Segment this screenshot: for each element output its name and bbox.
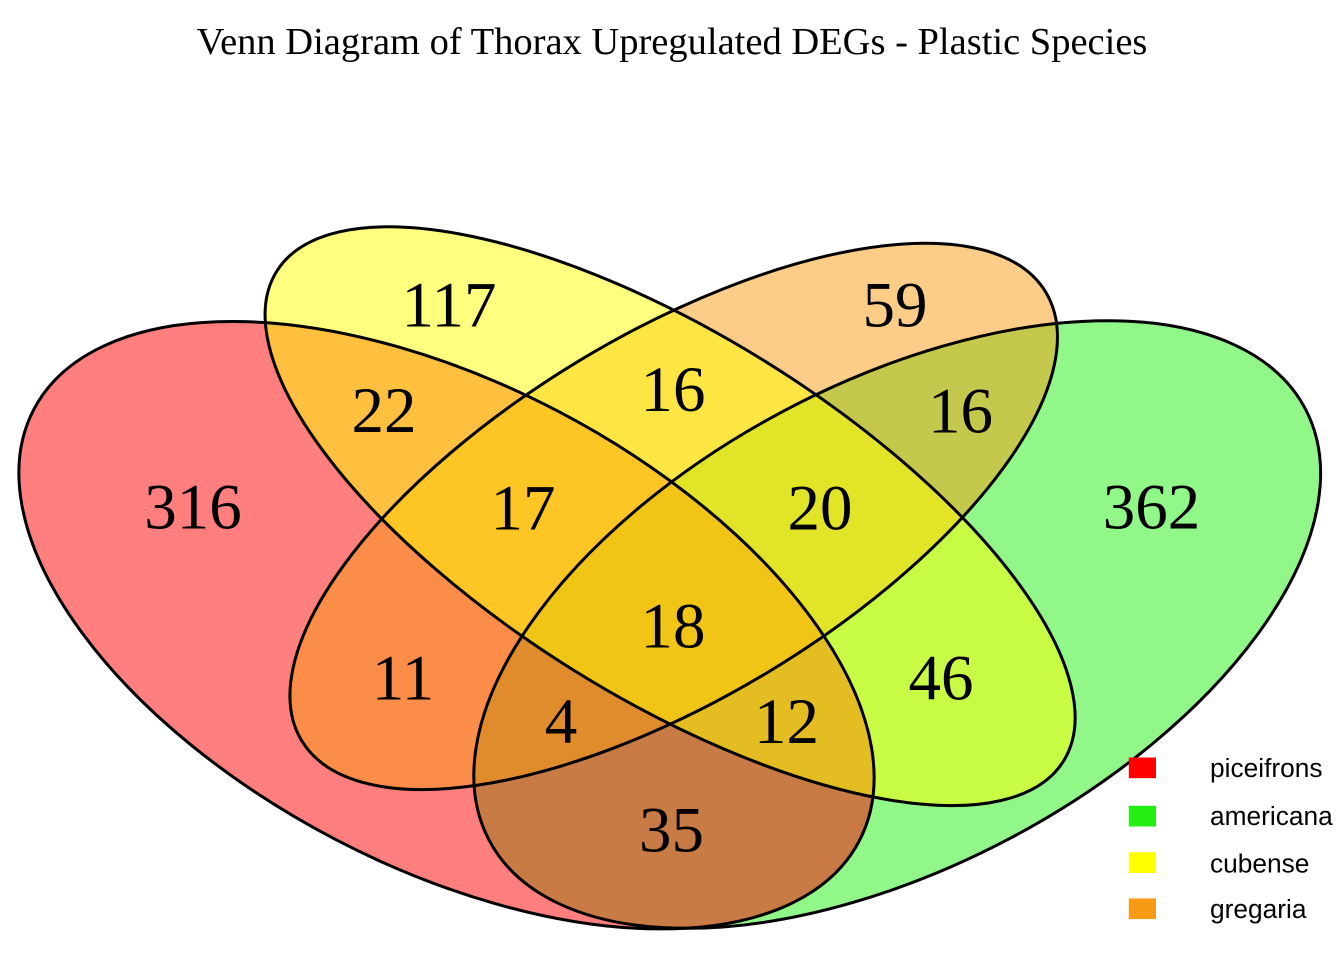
svg-text:16: 16 bbox=[928, 376, 993, 448]
svg-text:35: 35 bbox=[639, 795, 704, 867]
svg-text:18: 18 bbox=[641, 591, 706, 663]
svg-text:316: 316 bbox=[144, 472, 242, 544]
svg-text:362: 362 bbox=[1103, 472, 1201, 544]
svg-text:cubense: cubense bbox=[1210, 849, 1309, 879]
svg-text:22: 22 bbox=[352, 375, 417, 447]
svg-text:20: 20 bbox=[788, 473, 853, 545]
svg-text:12: 12 bbox=[754, 686, 819, 758]
svg-text:piceifrons: piceifrons bbox=[1210, 753, 1323, 783]
svg-text:4: 4 bbox=[545, 686, 578, 758]
svg-text:11: 11 bbox=[372, 643, 435, 715]
svg-text:17: 17 bbox=[491, 473, 556, 545]
svg-text:americana: americana bbox=[1210, 801, 1333, 831]
svg-text:59: 59 bbox=[863, 270, 928, 342]
svg-text:117: 117 bbox=[401, 270, 496, 342]
svg-text:46: 46 bbox=[909, 643, 974, 715]
svg-text:16: 16 bbox=[641, 354, 706, 426]
svg-text:gregaria: gregaria bbox=[1210, 894, 1307, 924]
svg-text:Venn Diagram of Thorax Upregul: Venn Diagram of Thorax Upregulated DEGs … bbox=[197, 21, 1148, 63]
